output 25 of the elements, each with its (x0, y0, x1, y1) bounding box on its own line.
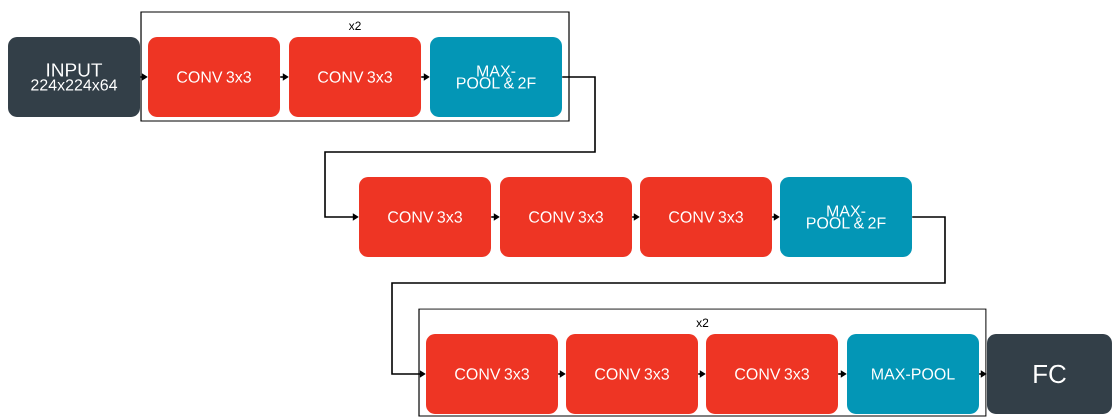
arrow (279, 73, 289, 81)
conv-box: CONV 3x3 (500, 177, 632, 257)
pool-box: MAX-POOL (847, 334, 979, 414)
arrow (978, 370, 987, 378)
pool-box: MAX-POOL & 2F (430, 37, 562, 117)
arrow (391, 216, 946, 378)
arrow (697, 370, 706, 378)
conv-box: CONV 3x3 (289, 37, 421, 117)
conv-box: CONV 3x3 (359, 177, 491, 257)
arrow (771, 213, 780, 221)
arrow (557, 370, 566, 378)
conv-box: CONV 3x3 (706, 334, 838, 414)
arrow (420, 73, 430, 81)
conv-box: CONV 3x3 (148, 37, 280, 117)
conv-box: CONV 3x3 (566, 334, 698, 414)
arrow (490, 213, 500, 221)
conv-box: CONV 3x3 (426, 334, 558, 414)
output-box: FC (987, 334, 1112, 414)
arrow (139, 73, 148, 81)
arrow (324, 76, 596, 221)
arrow (631, 213, 640, 221)
conv-box: CONV 3x3 (640, 177, 772, 257)
arrow (837, 370, 847, 378)
pool-box: MAX-POOL & 2F (780, 177, 912, 257)
input-box: INPUT 224x224x64 (8, 37, 140, 117)
